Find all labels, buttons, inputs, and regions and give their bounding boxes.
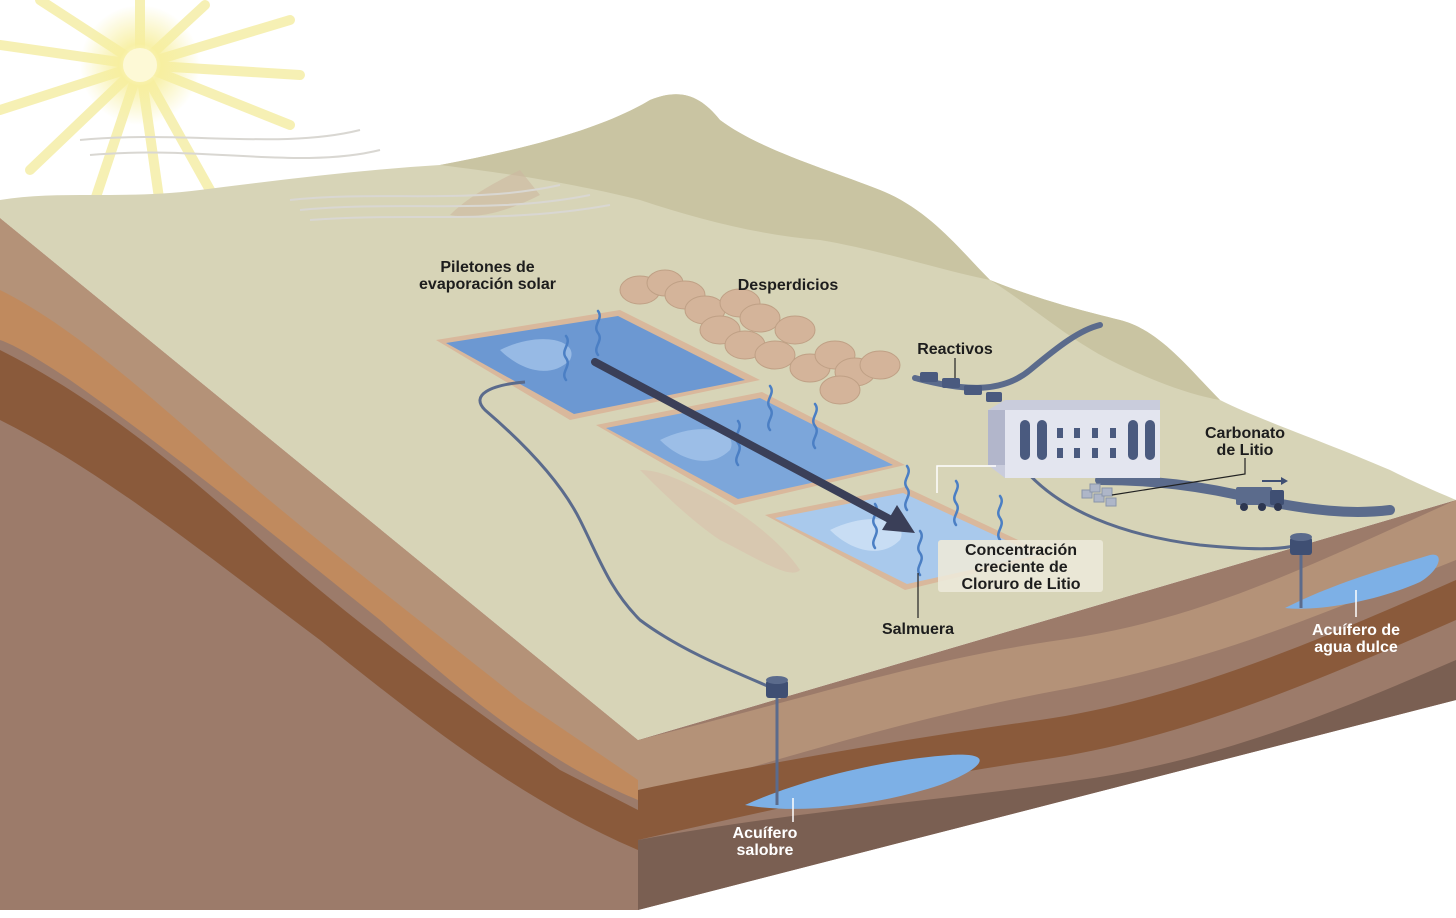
carbonate-label-line2: de Litio bbox=[1216, 442, 1274, 459]
brine-label: Salmuera bbox=[881, 621, 955, 638]
freshwater-well-icon bbox=[1290, 533, 1312, 608]
carbonate-label-line1: Carbonato bbox=[1205, 425, 1285, 442]
processing-plant bbox=[988, 400, 1160, 478]
waste-label: Desperdicios bbox=[737, 277, 839, 294]
soil-cross-section bbox=[0, 218, 1456, 910]
concentration-label-line1: Concentración bbox=[964, 542, 1077, 559]
freshwater-aquifer-label: Acuífero de agua dulce bbox=[1296, 622, 1416, 656]
freshwater-aquifer bbox=[1285, 554, 1439, 609]
concentration-label-line3: Cloruro de Litio bbox=[961, 576, 1081, 593]
freshwater-aquifer-label-line1: Acuífero de bbox=[1311, 622, 1400, 639]
ponds-label-line1: Piletones de bbox=[440, 259, 535, 276]
flow-arrow bbox=[591, 358, 915, 533]
concentration-label-line2: creciente de bbox=[974, 559, 1068, 576]
truck-icon bbox=[1236, 477, 1288, 511]
brackish-aquifer-label: Acuífero salobre bbox=[715, 825, 815, 859]
ponds-label: Piletones de evaporación solar bbox=[410, 259, 565, 293]
leader-lines bbox=[917, 358, 1246, 618]
wind-lines bbox=[79, 129, 611, 221]
reagent-wagons-icon bbox=[920, 372, 1002, 402]
waste-piles bbox=[619, 269, 901, 405]
leader-lines-light bbox=[792, 465, 1357, 822]
brackish-aquifer-label-line2: salobre bbox=[736, 842, 794, 859]
evaporation-arrows bbox=[563, 309, 1003, 577]
concentration-label: Concentración creciente de Cloruro de Li… bbox=[940, 542, 1102, 593]
concentration-label-box bbox=[938, 540, 1103, 592]
freshwater-aquifer-label-line2: agua dulce bbox=[1314, 639, 1398, 656]
brackish-aquifer-label-line1: Acuífero bbox=[732, 825, 798, 842]
reagents-label: Reactivos bbox=[917, 341, 993, 358]
brackish-aquifer bbox=[745, 754, 980, 809]
brackish-well-icon bbox=[766, 676, 788, 805]
carbonate-label: Carbonato de Litio bbox=[1195, 425, 1295, 459]
carbonate-boxes-icon bbox=[1081, 483, 1117, 507]
sun-icon bbox=[0, 0, 305, 210]
ponds-label-line2: evaporación solar bbox=[419, 276, 556, 293]
pipes bbox=[478, 380, 1299, 692]
